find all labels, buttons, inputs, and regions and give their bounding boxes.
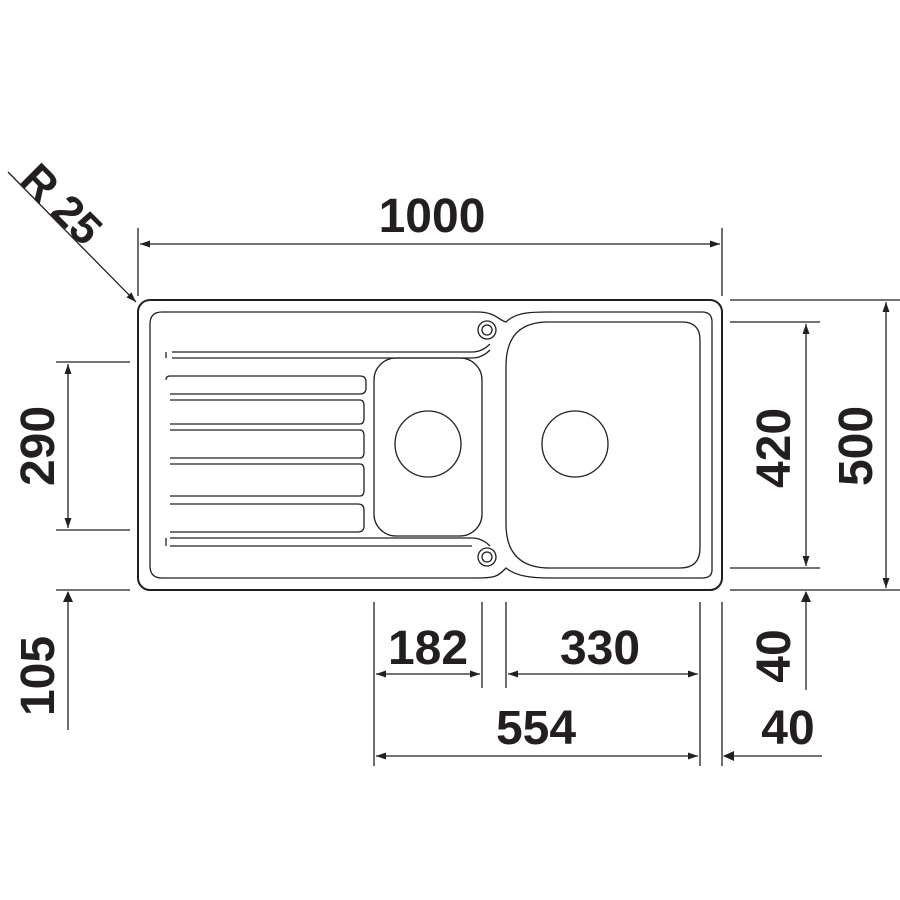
drainer-front-offset-label: 105: [12, 636, 65, 716]
right-dimensions: 420 500 40: [730, 299, 900, 690]
drainer-groove: [172, 343, 491, 353]
large-bowl-width-label: 330: [560, 622, 640, 675]
small-bowl-width-label: 182: [388, 622, 468, 675]
drainer-groove: [170, 503, 365, 533]
left-dimensions: 290 105: [12, 361, 130, 730]
large-bowl: [505, 321, 701, 569]
sink-outline: [137, 299, 723, 591]
drainer-groove: [172, 349, 491, 359]
drainer-groove: [170, 399, 365, 425]
overall-depth-label: 500: [830, 406, 883, 486]
large-bowl-drain: [541, 410, 609, 478]
drainer-depth-label: 290: [12, 406, 65, 486]
overall-width-dimension: 1000: [137, 190, 723, 296]
drainer-grooves: [165, 343, 491, 547]
front-offset-label: 40: [748, 629, 801, 682]
drainer-groove-end: [165, 375, 171, 381]
tap-hole: [477, 547, 497, 567]
overall-width-label: 1000: [379, 190, 486, 243]
bottom-dimensions: 182 330 554 40: [373, 602, 822, 766]
large-bowl-edge: [505, 321, 701, 569]
sink-inner-rim: [149, 311, 713, 579]
tap-hole-inner: [481, 324, 493, 336]
drainer-groove: [170, 375, 367, 395]
drainer-front-offset-arrow: [63, 591, 73, 602]
tap-holes: [477, 320, 497, 567]
drainer-groove: [170, 537, 491, 547]
bowls-total-width-label: 554: [496, 702, 576, 755]
radius-callout: R 25: [7, 154, 137, 303]
side-offset-label: 40: [761, 702, 814, 755]
small-bowl-edge: [373, 357, 483, 537]
side-offset-arrow: [723, 751, 734, 761]
small-bowl-drain: [394, 410, 462, 478]
drainer-groove: [170, 463, 365, 497]
small-bowl: [373, 357, 483, 537]
tap-hole: [477, 320, 497, 340]
front-offset-arrow: [801, 591, 811, 602]
large-bowl-depth-label: 420: [748, 408, 801, 488]
radius-label: R 25: [11, 154, 111, 254]
drainer-groove: [170, 429, 365, 459]
radius-leader: [7, 171, 137, 303]
sink-outer-edge: [137, 299, 723, 591]
tap-hole-inner: [481, 551, 493, 563]
